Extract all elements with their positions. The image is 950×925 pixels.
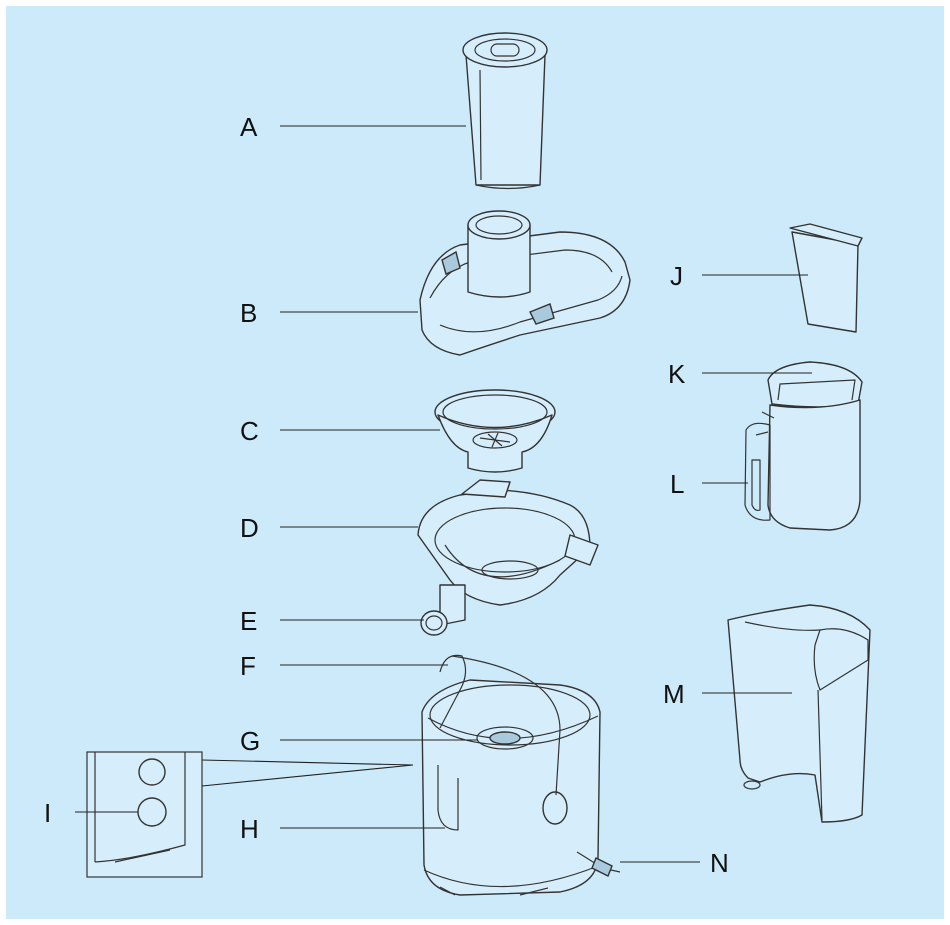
label-k: K	[668, 359, 686, 389]
part-n-power-cord	[576, 851, 621, 877]
part-e-spout	[420, 584, 466, 636]
part-labels: A B C D E F G H I J K L M N	[44, 112, 729, 878]
label-i: I	[44, 798, 51, 828]
part-d-juice-bowl	[417, 479, 599, 606]
label-n: N	[710, 848, 729, 878]
leader-lines	[75, 125, 812, 863]
part-m-pulp-container	[727, 604, 871, 823]
part-f-locking-arm	[439, 654, 561, 796]
label-j: J	[670, 261, 683, 291]
part-b-lid	[419, 210, 631, 356]
part-a-food-pusher	[462, 32, 548, 190]
label-h: H	[240, 814, 259, 844]
label-g: G	[240, 726, 260, 756]
label-e: E	[240, 606, 257, 636]
label-d: D	[240, 513, 259, 543]
label-c: C	[240, 416, 259, 446]
part-j-froth-separator	[789, 223, 863, 333]
label-l: L	[670, 469, 684, 499]
label-b: B	[240, 298, 257, 328]
part-c-filter-basket	[434, 389, 556, 473]
label-f: F	[240, 651, 256, 681]
label-a: A	[240, 112, 258, 142]
label-m: M	[663, 679, 685, 709]
part-l-juice-jug	[744, 399, 861, 531]
